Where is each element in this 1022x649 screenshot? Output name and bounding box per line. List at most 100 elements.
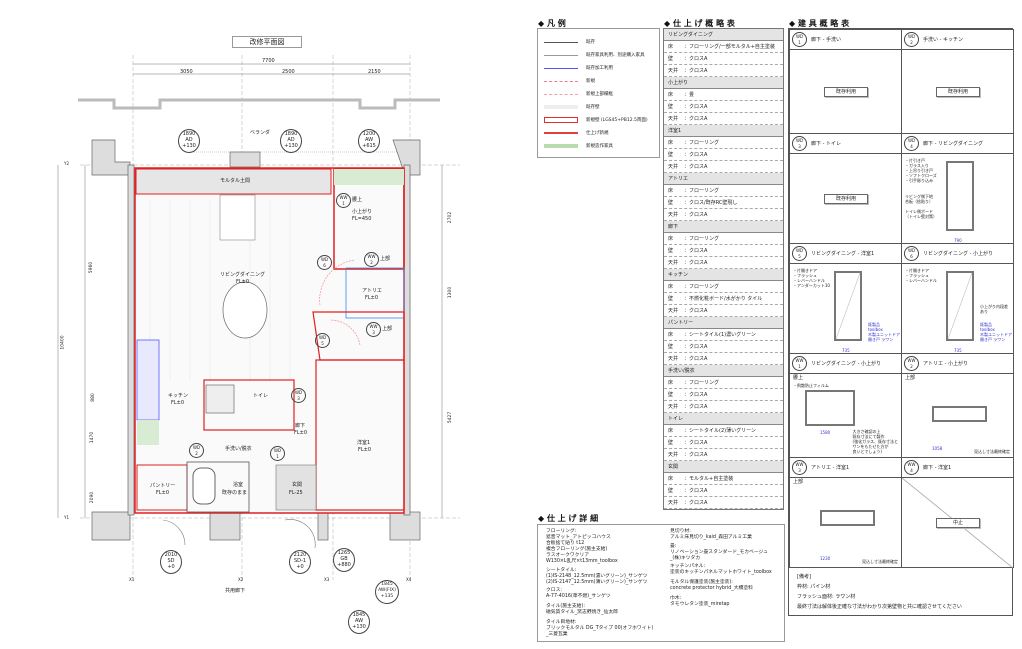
fitting-note: 大きさ確認の上 既存寸法にて製作 (強化ガラス、既存寸法と サンをもたせた方が … (852, 429, 898, 454)
fitting-number: 4 (910, 468, 913, 473)
separator: ： (684, 284, 690, 290)
fitting-note: リビング側下地 合板（捨貼り） トイレ側ボード （トイレ壁対策） (905, 194, 937, 219)
finish-material: フローリング (689, 236, 720, 242)
finish-table-title: ◆ 仕 上 げ 概 略 表 (664, 19, 735, 28)
finish-row: 床：フローリング (664, 377, 783, 389)
fitting-notes: ・片開きドア ・フラッシュ ・レバーハンドル (905, 268, 937, 283)
fitting-type: WD (795, 138, 804, 143)
detail-entry: 見切り材: アルミ床見切り_kaid_森田アルミ工業 (670, 529, 752, 540)
separator: ： (684, 452, 690, 458)
fitting-note: 見込し寸法最終確定 (862, 559, 898, 564)
separator: ： (684, 92, 690, 98)
dimension-label: 1580 (820, 430, 831, 435)
room-mortar: モルタル土間 (220, 178, 251, 184)
finish-row: 床：シートタイル(1)濃いグリーン (664, 329, 783, 341)
floor-plan (57, 55, 460, 580)
legend-swatch (544, 144, 578, 148)
legend-item: 既存加工利用 (544, 63, 613, 73)
finish-part: 床 (668, 284, 674, 290)
detail-entry: キッチンパネル: 塗装のキッチンパネルマットホワイト_toolbox (670, 564, 772, 575)
dimension-label: 735 (954, 348, 962, 353)
finish-material: クロスA (689, 404, 708, 410)
detail-entry: 畳: リノベーション畳スタンダード_モカベージュ _(株)キツタカ (670, 544, 768, 561)
separator: ： (684, 104, 690, 110)
finish-part: 床 (668, 476, 674, 482)
fitting-note: 小上がり内段差 あり (980, 304, 1008, 314)
legend-label: 既存加工利用 (586, 66, 613, 71)
legend-item: 新規壁 (LGS45+PB12.5両面) (544, 115, 648, 125)
legend-item: 既存壁 (544, 102, 600, 112)
separator: ： (684, 500, 690, 506)
finish-row: 壁：クロスA (664, 149, 783, 161)
finish-part: 床 (668, 236, 674, 242)
finish-material: フローリング (689, 284, 720, 290)
finish-row: 床 ：フローリング (664, 233, 783, 245)
separator: ： (684, 392, 690, 398)
room-pantry-fl: FL±0 (156, 490, 170, 496)
finish-part: 床 (668, 380, 674, 386)
finish-material: クロスA (689, 260, 708, 266)
details-title: ◆ 仕 上 げ 詳 細 (538, 514, 599, 523)
separator: ： (684, 140, 690, 146)
finish-row: 壁：クロスA (664, 341, 783, 353)
separator: ： (684, 236, 690, 242)
room-corridor: 廊下 (295, 423, 306, 429)
legend-label: 既存 (586, 40, 595, 45)
finish-material: フローリング (689, 188, 720, 194)
fitting-number: 1 (798, 364, 801, 369)
dim-span: 2150 (368, 69, 381, 75)
finish-row: 天井：クロスA (664, 65, 783, 77)
dim-span: 3050 (180, 69, 193, 75)
room-toilet: トイレ (253, 393, 269, 399)
fitting-notes: ・飛散防止フィルム (793, 383, 829, 388)
finish-part: 壁 (668, 248, 674, 254)
finish-row: 壁：クロスA (664, 437, 783, 449)
fitting-name: 手洗い - キッチン (923, 37, 963, 43)
grid-label: X3 (324, 577, 330, 582)
room-western1: 洋室1 (357, 440, 371, 446)
finish-material: クロスA (689, 308, 708, 314)
room-kitchen-fl: FL±0 (171, 400, 185, 406)
remarks: [備考]枠材: パイン材フラッシュ面材: ラワン材最終寸法は解体後正確な寸法がわ… (789, 569, 1012, 615)
finish-material: クロスA (689, 104, 708, 110)
fitting-notes: ・片開きドア ・フラッシュ ・レバーハンドル ・アンダーカット10 (793, 268, 830, 288)
finish-material: クロス/既存RC壁現し (689, 200, 738, 206)
legend-item: 仕上げ新規 (544, 128, 609, 138)
finish-material: クロスA (689, 488, 708, 494)
room-washroom: 手洗い/脱衣 (225, 446, 252, 452)
legend-title: ◆ 凡 例 (538, 19, 566, 28)
finish-details: フローリング: 遮音マット_アトピッコハウス 合板捨て貼り t12 複合フローリ… (537, 524, 785, 642)
finish-row: 天井：クロスA (664, 497, 783, 509)
room-corridor-fl: FL±0 (294, 430, 308, 436)
fitting-name: 廊下 - トイレ (811, 141, 841, 147)
dim-left: 5960 (89, 261, 95, 274)
room-koagari-fl: FL=450 (352, 216, 372, 222)
dim-left: 2090 (90, 491, 96, 504)
room-entrance-fl: FL-25 (289, 490, 303, 496)
finish-section-header: パントリー (664, 317, 783, 329)
detail-entry: モルタル保護塗装(施主塗装): concrete protector hybri… (670, 580, 753, 591)
finish-material: クロスA (689, 68, 708, 74)
finish-part: 天井 (668, 116, 679, 122)
door-tag-label: 上部 (382, 326, 393, 332)
fitting-number: 1 (798, 40, 801, 45)
fitting-type: WD (907, 138, 916, 143)
fitting-frame-drawing (834, 271, 862, 341)
finish-part: 天井 (668, 404, 679, 410)
separator: ： (684, 344, 690, 350)
finish-row: 床：フローリング (664, 137, 783, 149)
